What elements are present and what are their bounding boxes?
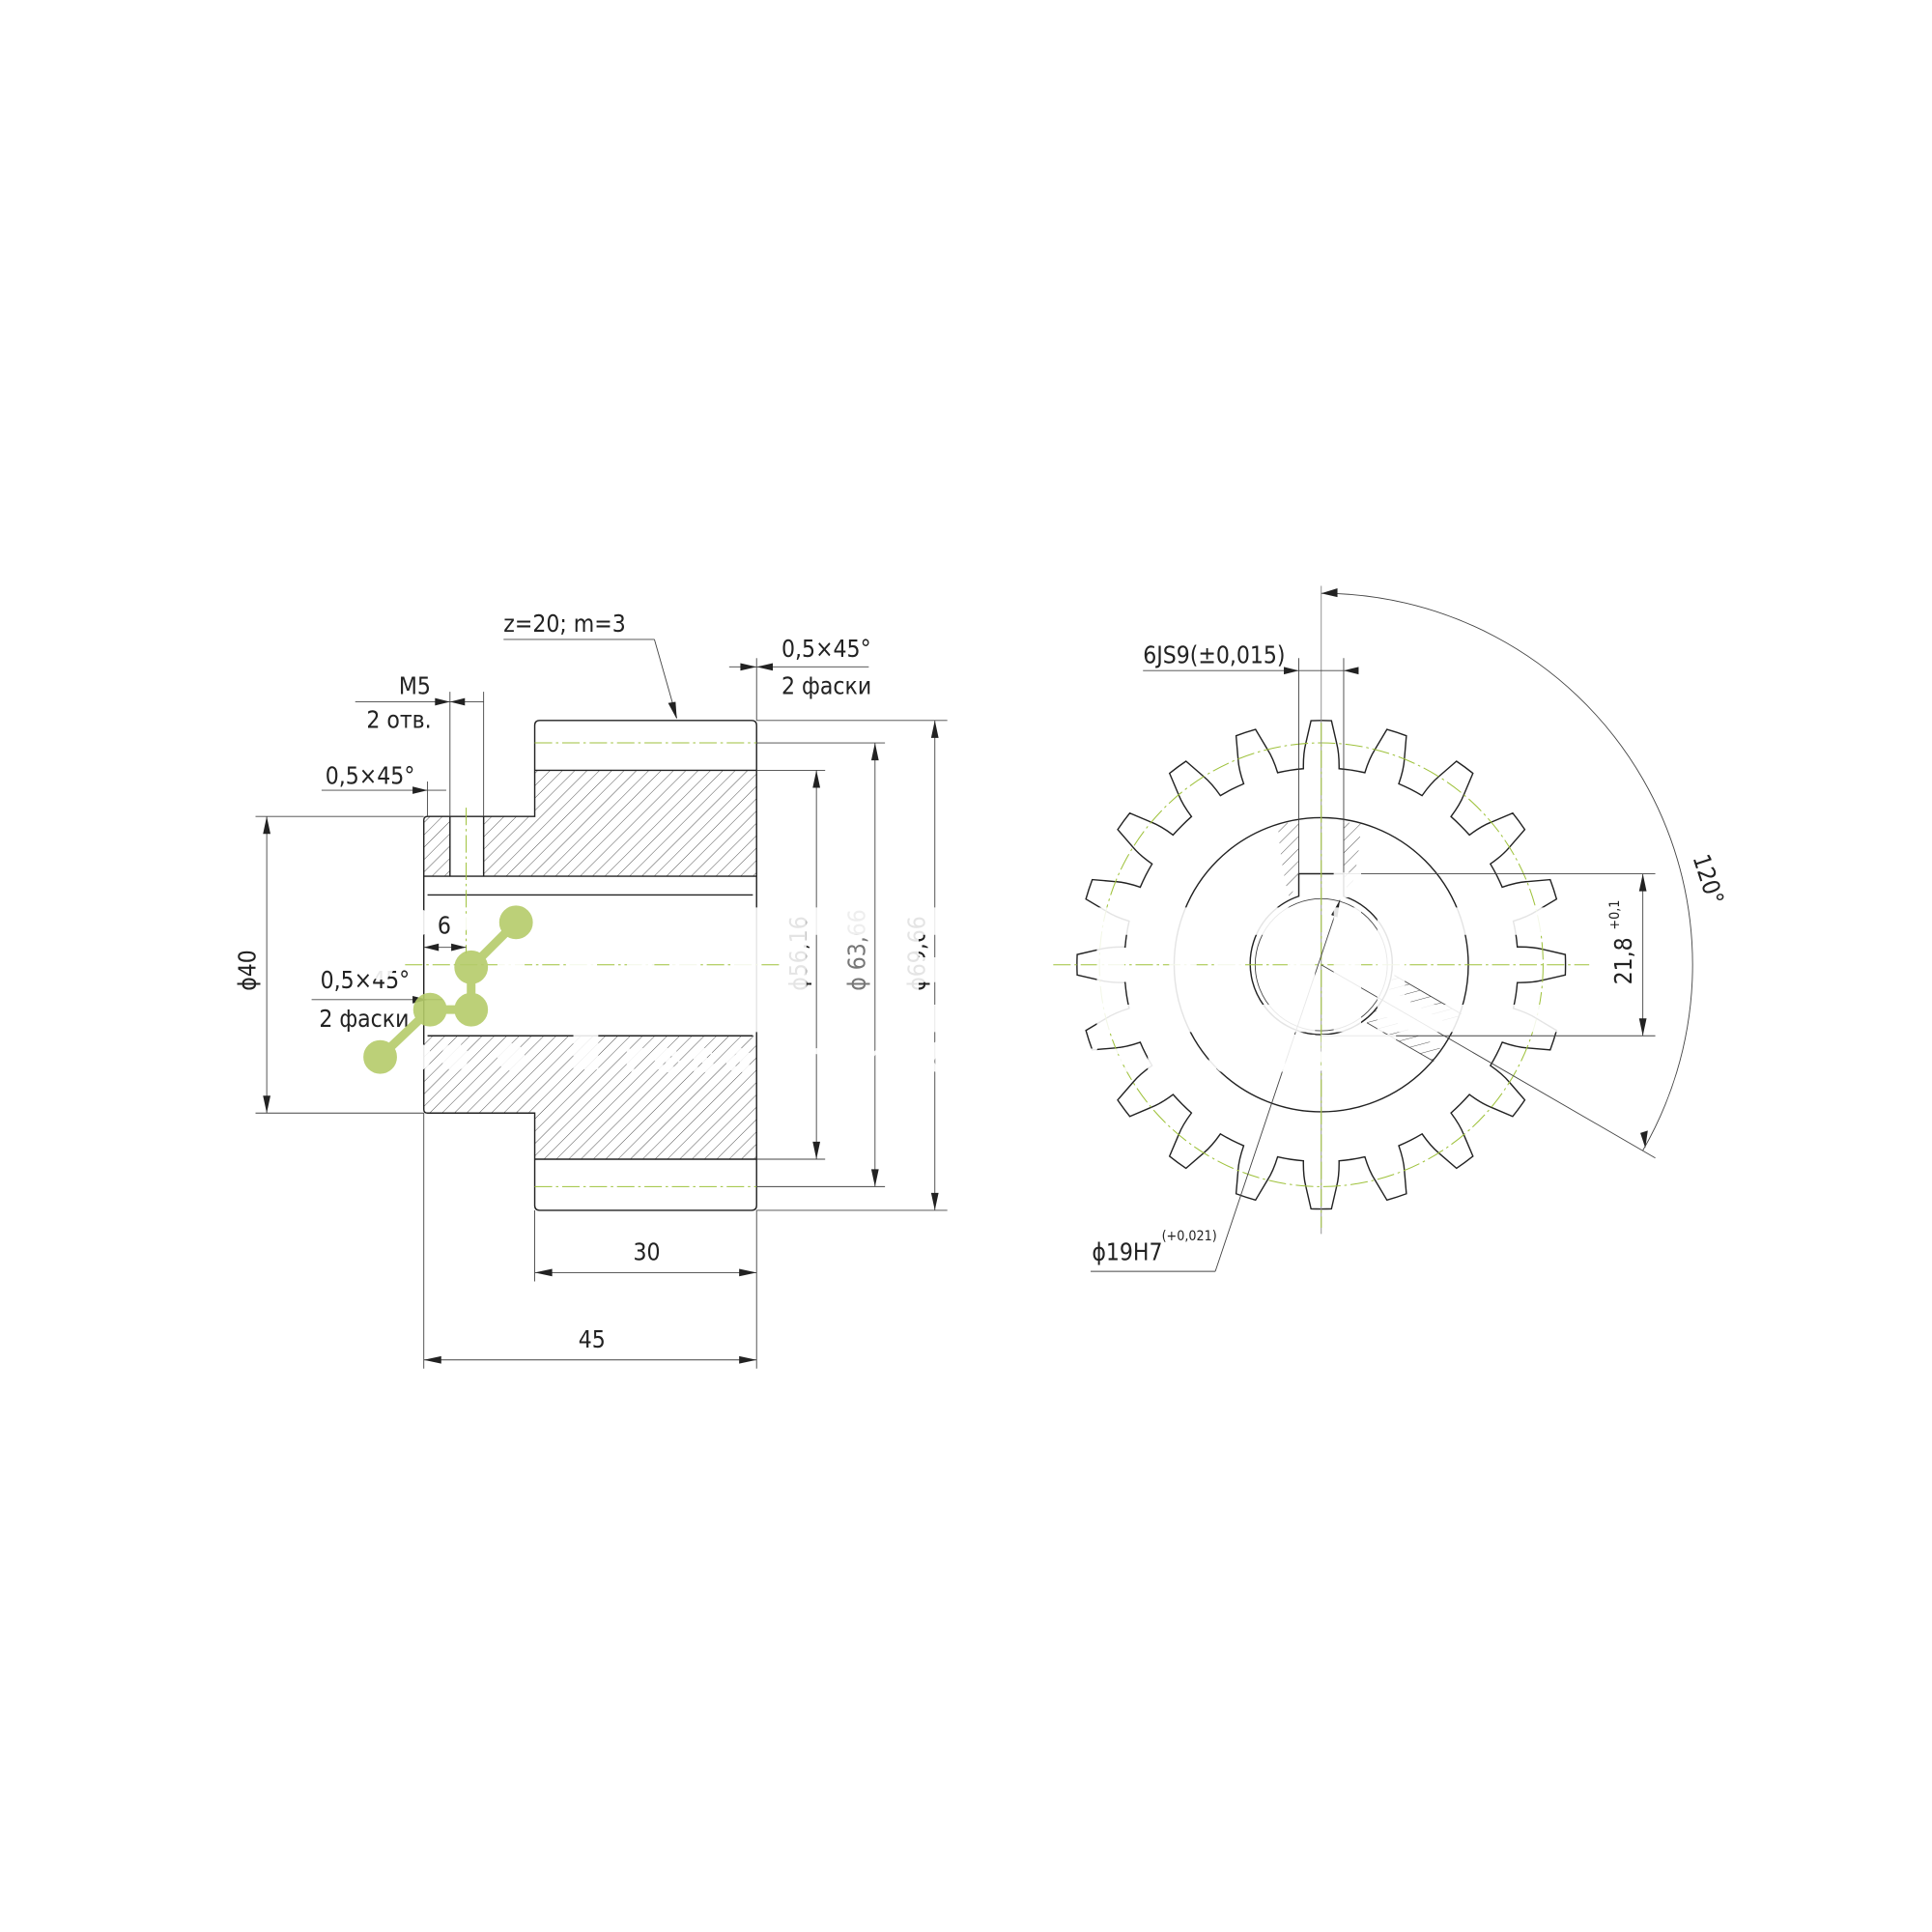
- dia-hub-label: ϕ40: [234, 950, 262, 991]
- bore-tolerance: (+0,021): [1162, 1229, 1217, 1244]
- top-labels: 6: [438, 911, 451, 939]
- keyway-width-label: 6JS9(±0,015): [1143, 640, 1285, 668]
- watermark-logo: research & development: [363, 872, 1590, 1083]
- section-hatch-bottom-gear: [534, 1036, 757, 1159]
- section-hatch-top-hub-left: [423, 816, 450, 877]
- section-hatch-top-gear: [534, 770, 757, 877]
- keyway-depth-dimension: 21,8 +0,1: [1607, 900, 1637, 985]
- chamfer-top-note: 2 фаски: [781, 672, 871, 700]
- hole-offset-label: 6: [438, 911, 451, 939]
- section-hatch-top-hub-right: [483, 816, 535, 877]
- chamfer-top-value: 0,5×45°: [781, 635, 871, 663]
- thread-hole-label: M5: [399, 672, 431, 700]
- width-total-label: 45: [579, 1325, 606, 1353]
- gear-params-label: z=20; m=3: [503, 610, 625, 638]
- part-outline: [423, 720, 757, 1211]
- thread-hole-count: 2 отв.: [366, 706, 431, 734]
- chamfer-bore-note: 2 фаски: [319, 1005, 409, 1033]
- bore-label: ϕ19H7: [1092, 1238, 1162, 1266]
- width-gear-label: 30: [633, 1238, 660, 1266]
- gear-teeth-profile: [1076, 720, 1567, 1210]
- keyway-depth-label: 21,8: [1609, 937, 1637, 984]
- chamfer-hub-label: 0,5×45°: [326, 762, 415, 790]
- keyway-depth-tolerance: +0,1: [1607, 900, 1623, 930]
- angle-label: 120°: [1688, 851, 1730, 908]
- watermark-tagline: research & development: [623, 1034, 1403, 1083]
- chamfer-bore-value: 0,5×45°: [321, 966, 411, 994]
